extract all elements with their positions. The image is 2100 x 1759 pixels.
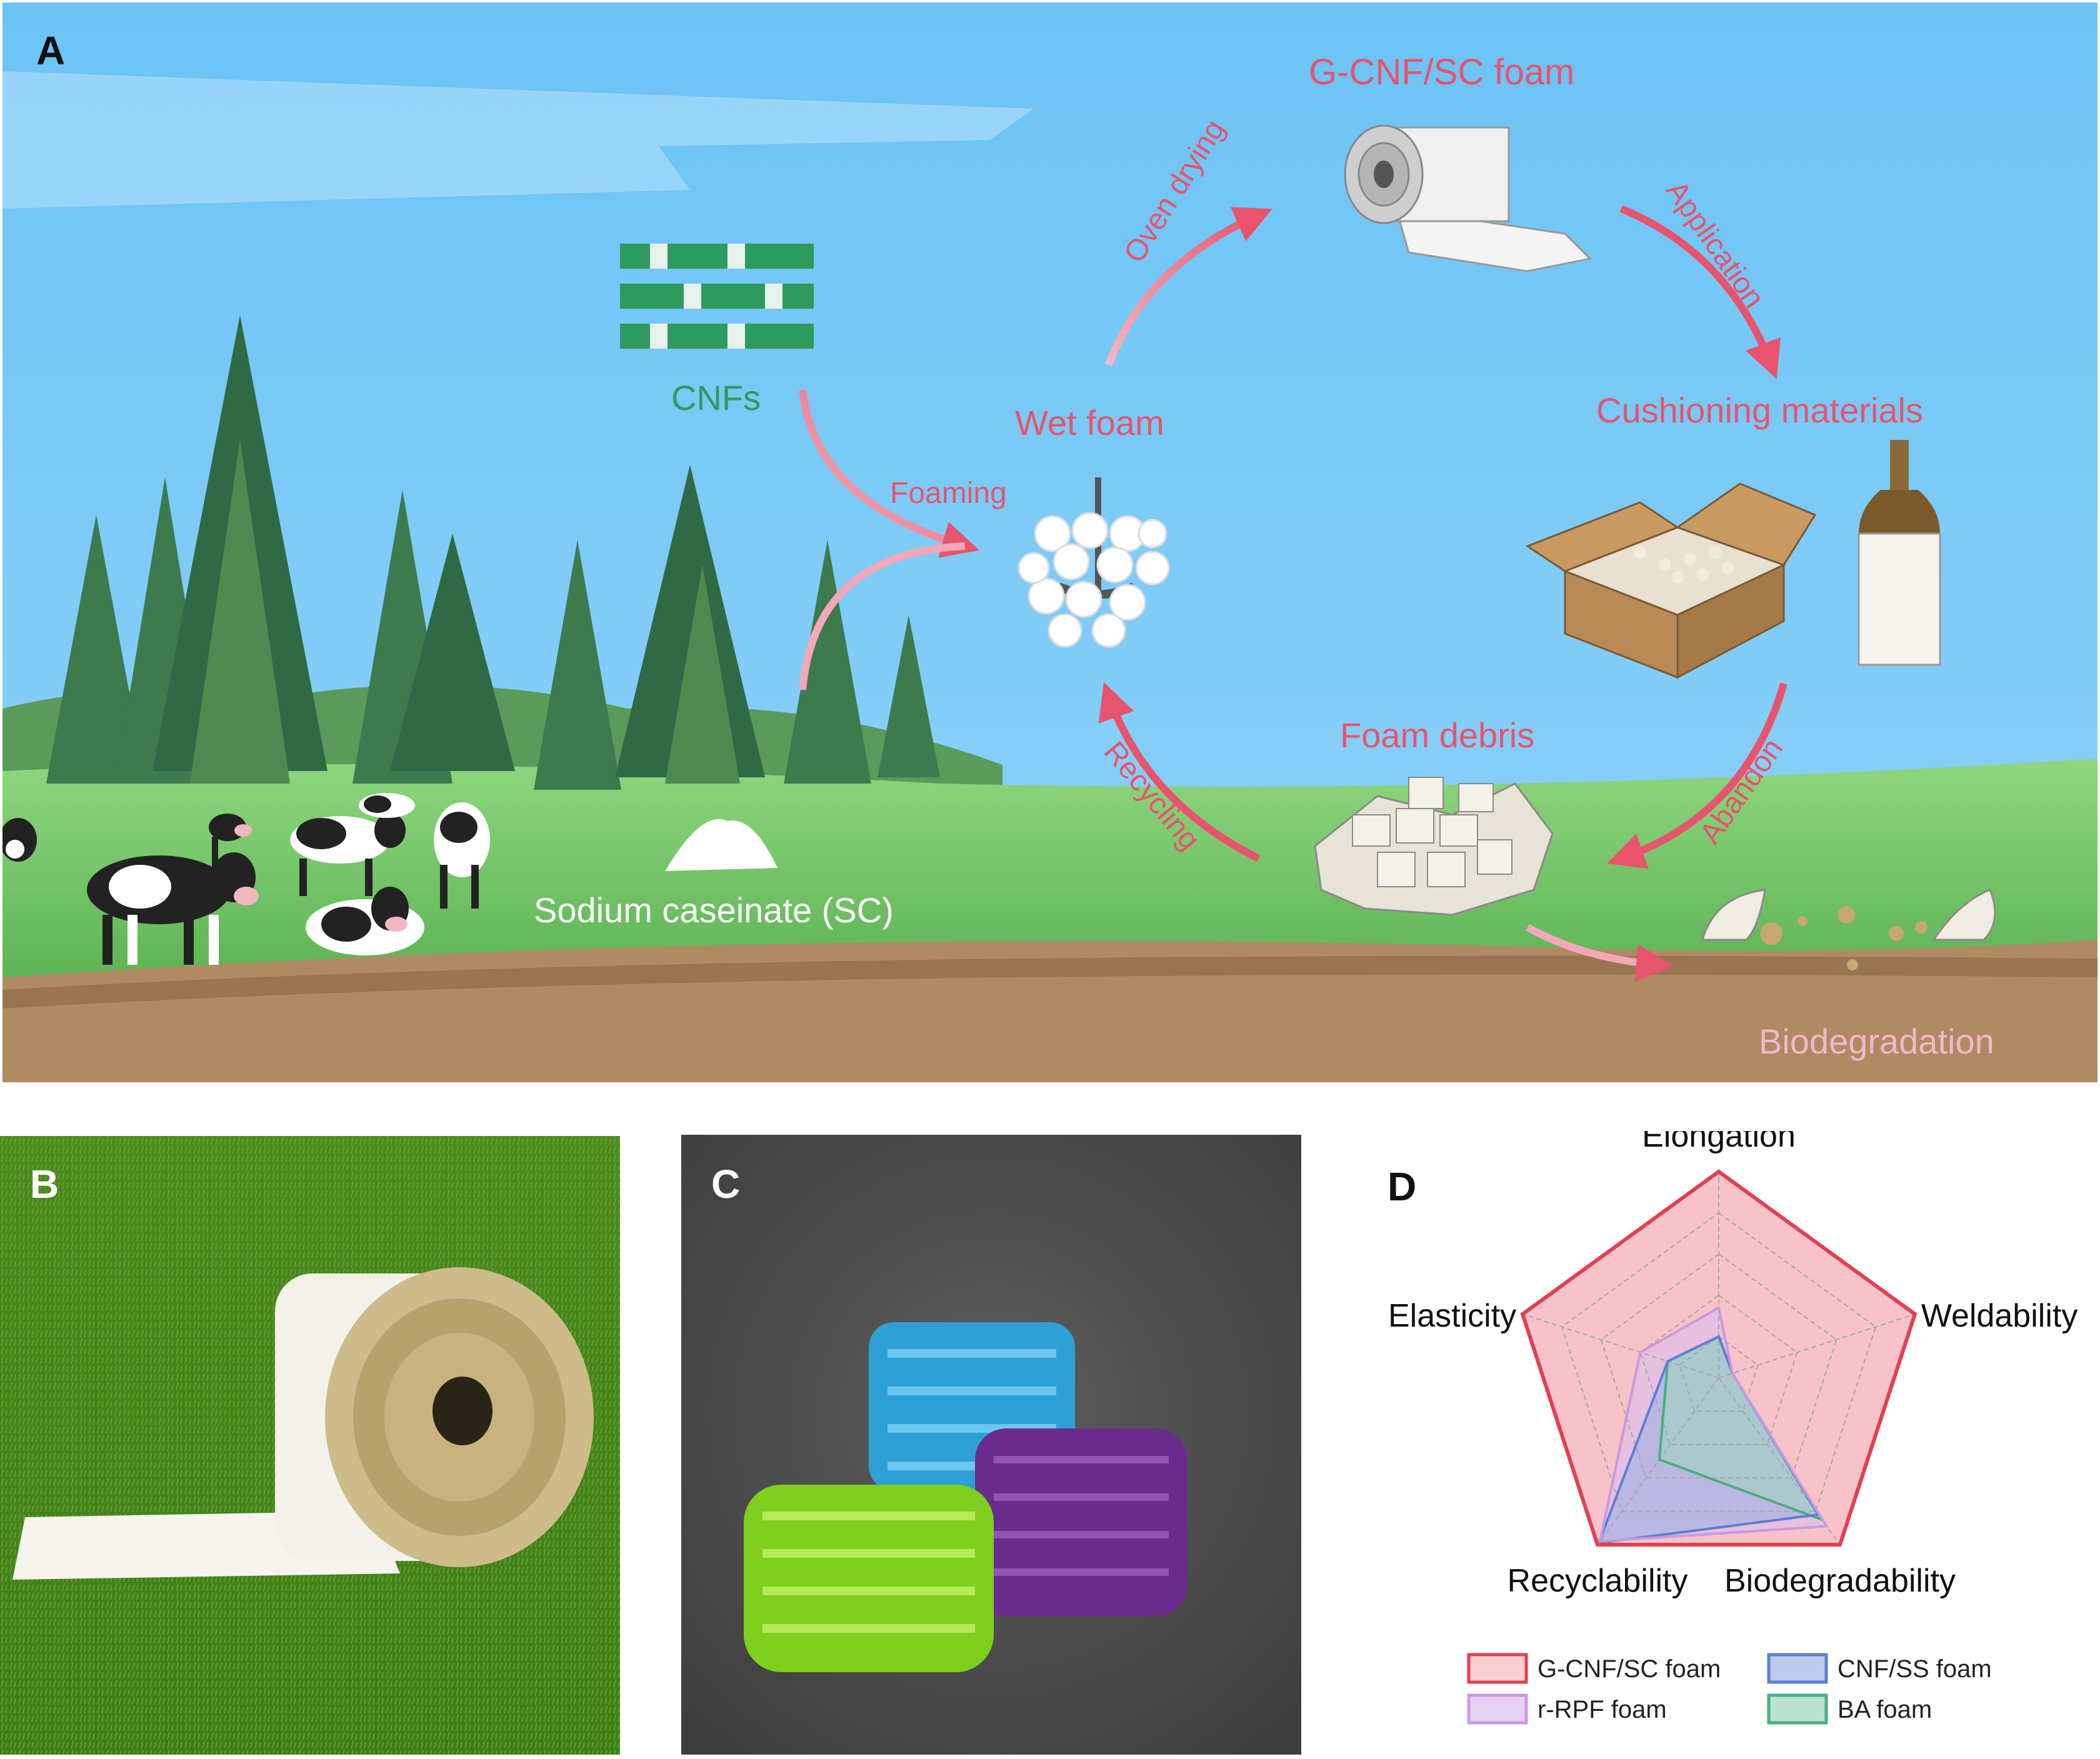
legend-label: BA foam: [1838, 1696, 1932, 1723]
axis-spoke: [1718, 1313, 1916, 1378]
series-line: [1520, 1169, 1918, 1547]
legend-swatch: [1467, 1693, 1528, 1725]
foam-debris-icon: [1314, 777, 1554, 916]
axis-label: Recyclability: [1508, 1563, 1688, 1599]
legend-swatch: [1767, 1653, 1828, 1684]
cycle-arrows: [799, 205, 1788, 982]
label-cushioning: Cushioning materials: [1596, 391, 1923, 430]
powder-pile: [665, 819, 778, 871]
grass-field: [2, 759, 2098, 977]
panel-b-label: B: [30, 1162, 59, 1207]
panel-b-photo: [0, 1136, 620, 1755]
green-woven-block: [744, 1485, 994, 1672]
label-foaming: Foaming: [890, 477, 1007, 510]
panel-c: C: [681, 1135, 1301, 1755]
arrow-sc-foaming: [799, 542, 966, 690]
roll-core: [432, 1377, 492, 1445]
legend-label: r-RPF foam: [1538, 1696, 1667, 1723]
label-sodium-caseinate: Sodium caseinate (SC): [534, 890, 894, 930]
arrow-biodegradation: [1526, 924, 1674, 982]
axis-label: Biodegradability: [1724, 1563, 1956, 1599]
axis-spoke: [1522, 1313, 1719, 1378]
label-wet-foam: Wet foam: [1015, 403, 1164, 442]
label-foam-product: G-CNF/SC foam: [1309, 52, 1575, 92]
label-cnfs: CNFs: [671, 378, 761, 417]
biodegradation-icon: [1701, 889, 1996, 970]
arrow-cnfs-foaming: [799, 389, 980, 558]
purple-woven-block: [975, 1428, 1188, 1616]
foam-roll-icon: [1344, 124, 1592, 272]
cnfs-icon: [620, 244, 814, 349]
cows: [2, 793, 490, 965]
panel-a-label: A: [36, 28, 66, 73]
cardboard-box-icon: [1525, 482, 1817, 679]
grid-ring: [1561, 1212, 1877, 1512]
axis-spoke: [1597, 1377, 1719, 1545]
axis-label: Elongation: [1642, 1131, 1796, 1154]
axis-label: Elasticity: [1388, 1298, 1516, 1334]
wine-bottle-icon: [1858, 440, 1941, 666]
soil-edge: [2, 955, 2098, 1009]
label-foam-debris: Foam debris: [1340, 715, 1535, 755]
panel-a-illustration: Oven drying Application Abandon Recyclin…: [2, 2, 2098, 1082]
panel-b: B: [0, 1136, 620, 1755]
arrow-application: [1619, 205, 1781, 379]
arrow-abandon: [1607, 682, 1788, 869]
axis-label: Weldability: [1921, 1298, 2078, 1334]
legend-label: G-CNF/SC foam: [1538, 1655, 1721, 1683]
legend-swatch: [1467, 1653, 1528, 1684]
panel-c-label: C: [711, 1162, 741, 1207]
cloud: [2, 71, 1034, 209]
panel-a: Oven drying Application Abandon Recyclin…: [2, 2, 2098, 1082]
grid-ring: [1600, 1253, 1838, 1479]
panel-d-label: D: [1388, 1164, 1417, 1209]
arrow-oven-drying: [1105, 207, 1272, 367]
forest: [46, 315, 940, 790]
panel-c-photo: [681, 1135, 1301, 1755]
legend-swatch: [1767, 1693, 1828, 1725]
series-line: [1598, 1305, 1829, 1543]
legend-label: CNF/SS foam: [1838, 1655, 1992, 1683]
wet-foam-icon: [1018, 477, 1170, 648]
arrow-recycling: [1098, 682, 1261, 862]
label-biodegradation: Biodegradation: [1759, 1022, 1994, 1061]
